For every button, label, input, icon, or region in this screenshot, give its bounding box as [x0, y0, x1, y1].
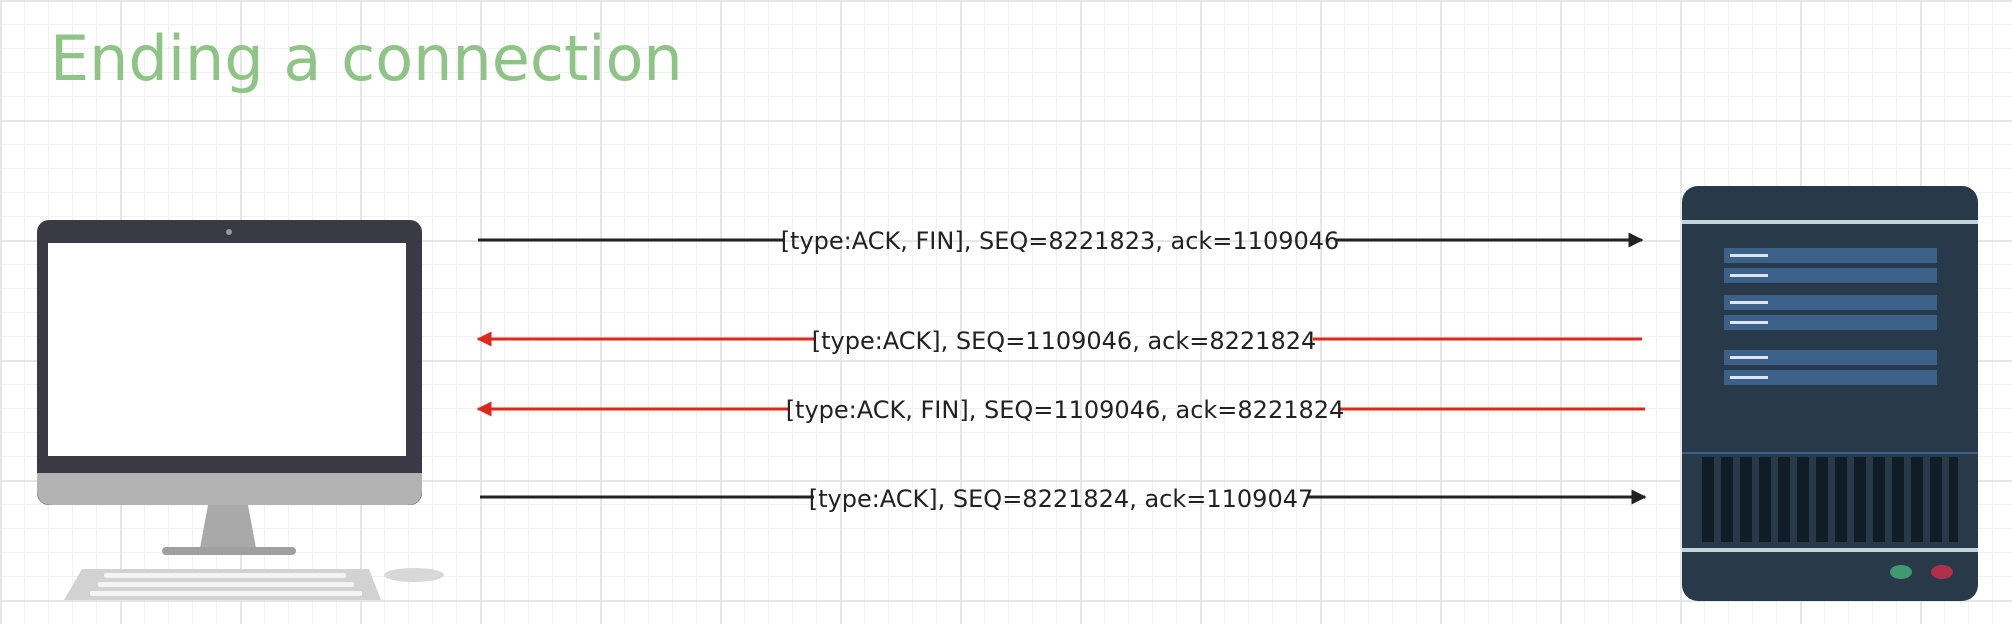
monitor-base — [162, 547, 296, 555]
monitor-chin — [37, 473, 422, 505]
message-arrow-3: [type:ACK, FIN], SEQ=1109046, ack=822182… — [476, 396, 1645, 424]
status-light-green — [1890, 565, 1912, 579]
message-label-1: [type:ACK, FIN], SEQ=8221823, ack=110904… — [781, 227, 1340, 255]
server-bottom-band — [1682, 548, 1978, 552]
message-arrow-2: [type:ACK], SEQ=1109046, ack=8221824 — [476, 327, 1642, 355]
monitor-stand — [200, 505, 256, 548]
mouse — [384, 568, 444, 582]
page-title: Ending a connection — [50, 22, 683, 95]
message-label-2: [type:ACK], SEQ=1109046, ack=8221824 — [812, 327, 1317, 355]
status-light-red — [1931, 565, 1953, 579]
server-top-band — [1682, 220, 1978, 224]
desktop-computer-icon — [37, 220, 444, 600]
server-divider — [1682, 452, 1978, 454]
webcam-dot — [226, 229, 232, 235]
message-arrow-4: [type:ACK], SEQ=8221824, ack=1109047 — [480, 485, 1647, 513]
message-arrow-1: [type:ACK, FIN], SEQ=8221823, ack=110904… — [478, 227, 1644, 255]
monitor-screen — [48, 243, 406, 456]
message-label-3: [type:ACK, FIN], SEQ=1109046, ack=822182… — [786, 396, 1345, 424]
server-tower-icon — [1682, 186, 1978, 601]
drive-bays — [1724, 248, 1937, 385]
server-vent — [1702, 457, 1958, 542]
message-label-4: [type:ACK], SEQ=8221824, ack=1109047 — [809, 485, 1314, 513]
keyboard — [64, 569, 381, 600]
